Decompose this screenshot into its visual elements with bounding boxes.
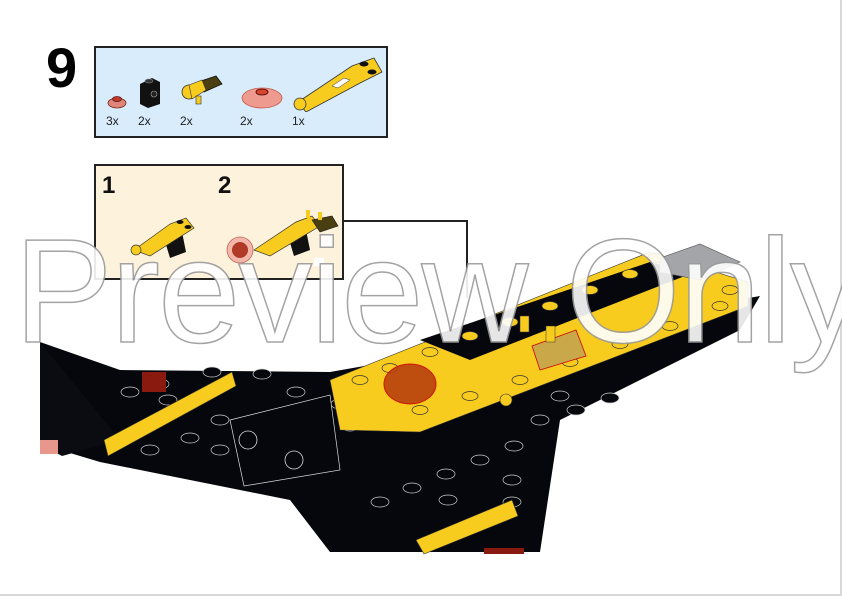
part-qty: 2x bbox=[138, 114, 151, 128]
page-edge-bottom bbox=[0, 594, 842, 596]
callout-connector bbox=[344, 220, 468, 222]
preview-watermark: Preview Only bbox=[13, 209, 842, 374]
headlight-brick-icon bbox=[140, 78, 160, 108]
part-qty: 2x bbox=[180, 114, 193, 128]
callout-connector bbox=[466, 220, 468, 298]
part-qty: 3x bbox=[106, 114, 119, 128]
wing-plate-icon bbox=[293, 57, 383, 112]
sub-assembly-1-icon bbox=[130, 217, 195, 258]
parts-list-box: 3x 2x 2x 2x 1x bbox=[94, 46, 388, 138]
part-qty: 2x bbox=[240, 114, 253, 128]
page-edge-right bbox=[840, 0, 842, 596]
sub-step-label: 1 bbox=[102, 172, 116, 199]
sub-step-label: 2 bbox=[218, 172, 232, 199]
part-qty: 1x bbox=[292, 114, 305, 128]
step-number: 9 bbox=[46, 36, 77, 99]
sub-assembly-box: 1 2 bbox=[94, 164, 344, 280]
round-plate-icon bbox=[107, 96, 127, 109]
sub-assembly-2-icon bbox=[226, 210, 339, 266]
engine-cylinder-icon bbox=[181, 75, 223, 105]
radar-dish-icon bbox=[241, 87, 283, 109]
